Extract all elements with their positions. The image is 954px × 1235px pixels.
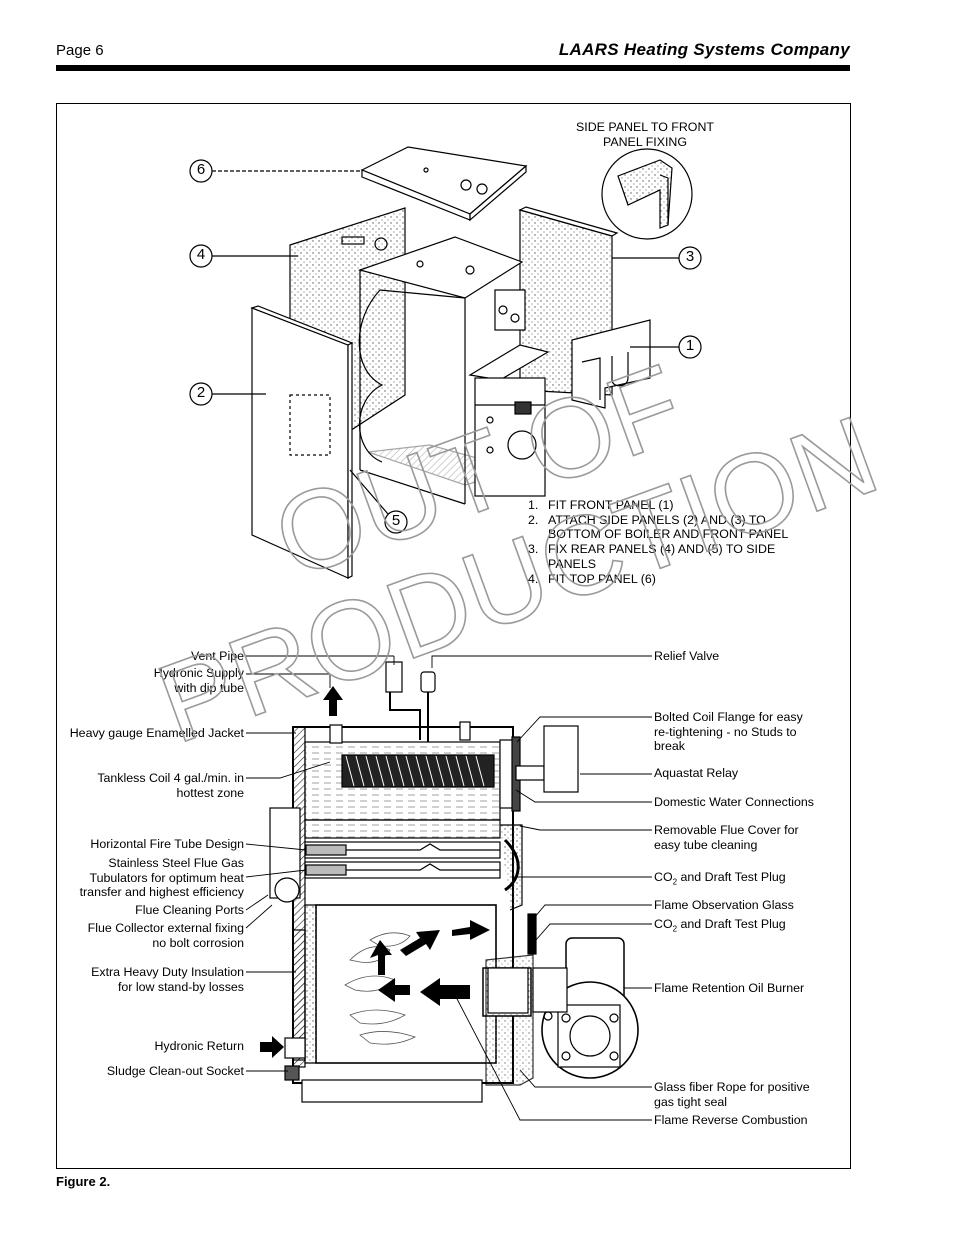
label-tankless-coil: Tankless Coil 4 gal./min. in hottest zon… — [97, 771, 244, 800]
side-panel-fixing-inset — [601, 148, 693, 240]
label-flue-collector: Flue Collector external fixing no bolt c… — [87, 921, 244, 950]
label-vent-pipe: Vent Pipe — [190, 649, 244, 663]
label-enamelled-jacket: Heavy gauge Enamelled Jacket — [69, 726, 244, 740]
label-observation-glass: Flame Observation Glass — [654, 898, 794, 912]
assembly-step: 1. FIT FRONT PANEL (1) — [528, 498, 798, 513]
label-relief-valve: Relief Valve — [654, 649, 720, 663]
page-number: Page 6 — [56, 42, 104, 59]
step-number: 2. — [528, 512, 539, 527]
co2-subscript: 2 — [672, 877, 678, 887]
callout-6: 6 — [196, 161, 206, 178]
callout-3: 3 — [685, 248, 695, 265]
step-number: 3. — [528, 542, 539, 557]
label-hydronic-supply: Hydronic Supply with dip tube — [153, 666, 244, 695]
boiler-cutaway — [260, 661, 639, 1103]
flame — [344, 932, 417, 1045]
step-text: FIX REAR PANELS (4) AND (5) TO SIDE PANE… — [548, 542, 776, 571]
figure-caption: Figure 2. — [56, 1174, 111, 1189]
label-oil-burner: Flame Retention Oil Burner — [654, 981, 805, 995]
assembly-step: 3. FIX REAR PANELS (4) AND (5) TO SIDE PA… — [528, 542, 798, 571]
co2-plug-text: and Draft Test Plug — [680, 870, 786, 884]
inset-caption: SIDE PANEL TO FRONT PANEL FIXING — [576, 120, 714, 149]
step-number: 1. — [528, 498, 539, 512]
callout-5: 5 — [391, 512, 401, 529]
label-co2-plug-2: CO2 and Draft Test Plug — [654, 917, 786, 937]
tankless-coil — [341, 754, 495, 788]
label-aquastat: Aquastat Relay — [654, 766, 739, 780]
step-text: FIT TOP PANEL (6) — [548, 571, 656, 586]
label-hydronic-return: Hydronic Return — [154, 1039, 244, 1053]
exploded-assembly — [189, 146, 702, 579]
label-coil-flange: Bolted Coil Flange for easy re-tightenin… — [654, 710, 803, 753]
label-tubulators: Stainless Steel Flue Gas Tubulators for … — [79, 856, 244, 899]
label-reverse-combustion: Flame Reverse Combustion — [654, 1113, 808, 1127]
callout-4: 4 — [196, 246, 206, 263]
step-text: FIT FRONT PANEL (1) — [548, 498, 674, 512]
label-glass-rope: Glass fiber Rope for positive gas tight … — [654, 1080, 810, 1109]
step-text: ATTACH SIDE PANELS (2) AND (3) TO BOTTOM… — [548, 512, 789, 542]
label-fire-tube: Horizontal Fire Tube Design — [90, 837, 244, 851]
company-name: LAARS Heating Systems Company — [558, 40, 850, 59]
callout-leaders — [189, 159, 702, 534]
co2-text: CO — [654, 870, 673, 884]
assembly-step: 4. FIT TOP PANEL (6) — [528, 572, 798, 587]
left-side-panel — [251, 307, 349, 579]
label-leaders — [245, 655, 652, 1121]
label-domestic-water: Domestic Water Connections — [654, 795, 814, 809]
label-co2-plug-1: CO2 and Draft Test Plug — [654, 870, 786, 890]
co2-subscript: 2 — [672, 924, 678, 934]
callout-1: 1 — [685, 337, 695, 354]
oil-burner — [532, 937, 639, 1079]
callout-2: 2 — [196, 384, 206, 401]
co2-text: CO — [654, 917, 673, 931]
label-flue-cleaning-ports: Flue Cleaning Ports — [135, 903, 244, 917]
label-insulation: Extra Heavy Duty Insulation for low stan… — [91, 965, 244, 994]
front-panel — [571, 319, 651, 409]
label-flue-cover: Removable Flue Cover for easy tube clean… — [654, 823, 799, 852]
label-sludge-socket: Sludge Clean-out Socket — [106, 1064, 244, 1078]
co2-plug-text: and Draft Test Plug — [680, 917, 786, 931]
figure-frame — [56, 103, 851, 1169]
step-number: 4. — [528, 571, 539, 586]
assembly-step: 2. ATTACH SIDE PANELS (2) AND (3) TO BOTT… — [528, 513, 798, 542]
assembly-steps: 1. FIT FRONT PANEL (1) 2. ATTACH SIDE PANE… — [528, 498, 798, 586]
burner-front — [468, 344, 550, 497]
header-rule — [56, 65, 850, 71]
